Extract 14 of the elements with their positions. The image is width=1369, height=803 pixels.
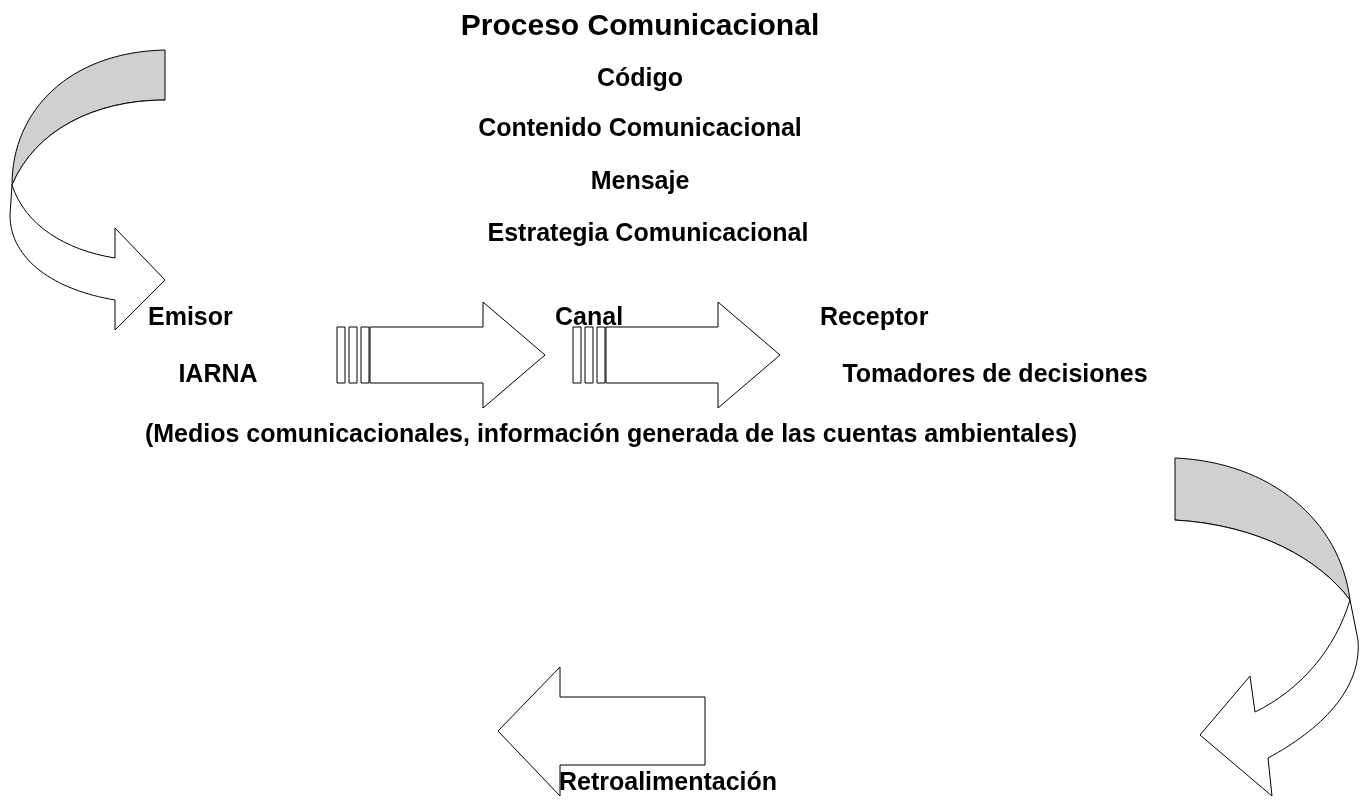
block-arrow <box>572 301 781 409</box>
node-label: Canal <box>555 300 624 332</box>
text-label: IARNA <box>178 358 258 389</box>
text-label: Mensaje <box>590 165 690 196</box>
node-label: Emisor <box>148 300 336 332</box>
text-label: Contenido Comunicacional <box>478 112 802 143</box>
text-label: Estrategia Comunicacional <box>487 217 809 248</box>
text-label: Retroalimentación <box>558 766 778 797</box>
text-label: Código <box>596 62 684 93</box>
node-label: Receptor <box>820 300 929 332</box>
title: Proceso Comunicacional <box>460 7 820 43</box>
text-label: Tomadores de decisiones <box>842 358 1148 389</box>
block-arrow <box>336 301 546 409</box>
text-label: (Medios comunicacionales, información generada de las cuentas ambientales) <box>144 418 1078 449</box>
